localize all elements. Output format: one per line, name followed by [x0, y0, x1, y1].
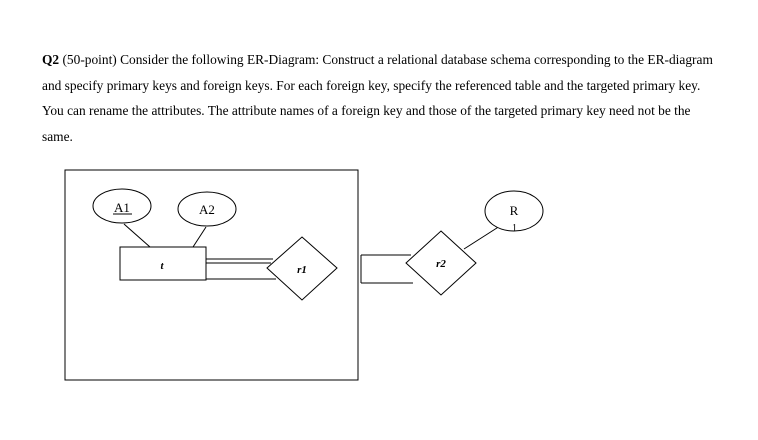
relationship-r2-label: r2 — [436, 258, 446, 270]
relationship-r1-label: r1 — [297, 264, 307, 276]
attribute-a2-ellipse — [177, 191, 237, 227]
attribute-a1-connector — [123, 223, 151, 248]
attribute-a2-connector — [192, 226, 207, 248]
attribute-a1-label: A1 — [114, 200, 130, 215]
attribute-r-connector — [463, 225, 501, 250]
attribute-r-ellipse — [484, 190, 544, 232]
relationship-r1 — [266, 236, 338, 301]
attribute-r-label: R — [510, 203, 519, 218]
question-body: (50-point) Consider the following ER-Dia… — [42, 52, 713, 144]
question-text: Q2 (50-point) Consider the following ER-… — [42, 47, 722, 149]
question-number: Q2 — [42, 52, 60, 67]
relationship-r2 — [405, 230, 477, 296]
attribute-a1-ellipse — [92, 188, 152, 224]
attribute-a2-label: A2 — [199, 202, 215, 217]
aggregation-box — [64, 169, 359, 381]
entity-t-label: t — [160, 260, 164, 272]
attribute-r-subscript: 1 — [512, 223, 517, 234]
